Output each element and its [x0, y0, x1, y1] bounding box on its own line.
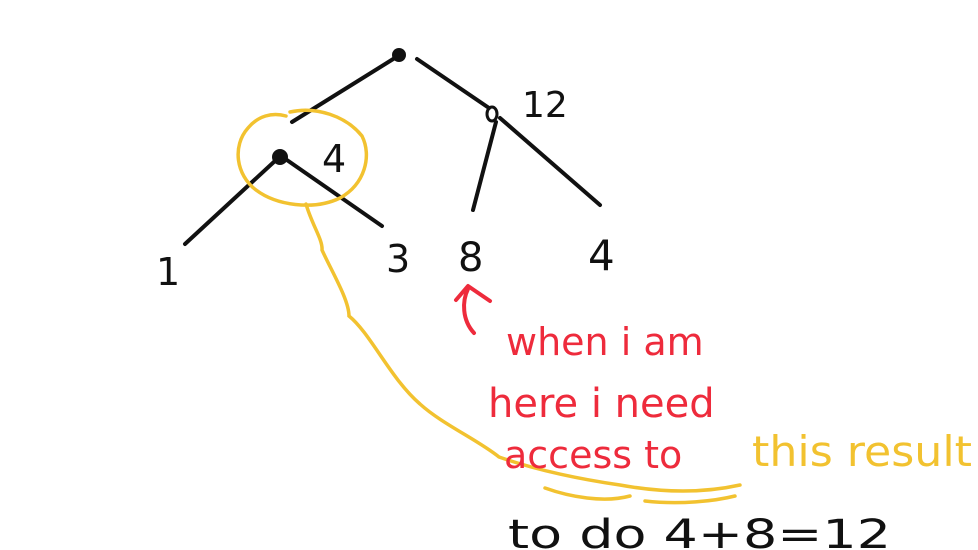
tree-labels: 4 12 1 3 8 4	[156, 85, 615, 294]
yellow-pointer-curve	[304, 202, 742, 493]
right-node	[485, 105, 499, 123]
bottom-annotation: to do 4+8=12	[508, 512, 891, 550]
red-arrow-head	[454, 284, 492, 303]
leaf-8: 8	[458, 235, 483, 281]
edge-root-left	[290, 54, 400, 124]
red-arrow-stem	[462, 287, 476, 335]
tree-nodes	[272, 48, 499, 165]
edge-left-leaf-1	[183, 158, 278, 246]
underline-right	[643, 494, 737, 505]
root-node	[392, 48, 406, 62]
left-node-value: 4	[322, 137, 346, 181]
red-line-1: when i am	[506, 320, 704, 364]
red-line-3: access to	[504, 433, 682, 477]
red-arrow	[454, 284, 492, 335]
right-node-value: 12	[522, 85, 568, 126]
red-annotation-text: when i am here i need access to	[488, 320, 715, 477]
edge-root-right	[415, 57, 491, 110]
yellow-text: this result	[752, 427, 972, 476]
leaf-1: 1	[156, 250, 180, 294]
edge-left-leaf-3	[282, 156, 384, 228]
red-line-2: here i need	[488, 381, 715, 427]
underline-left	[543, 486, 632, 501]
leaf-3: 3	[386, 237, 410, 281]
highlight-circle	[236, 108, 369, 207]
yellow-text-group: this result	[752, 427, 972, 476]
edge-right-leaf-8	[471, 120, 498, 212]
edge-right-leaf-4	[498, 116, 602, 207]
bottom-text: to do 4+8=12	[508, 512, 891, 550]
left-node	[272, 149, 288, 165]
yellow-annotation-strokes	[236, 108, 742, 505]
leaf-4: 4	[588, 231, 615, 280]
